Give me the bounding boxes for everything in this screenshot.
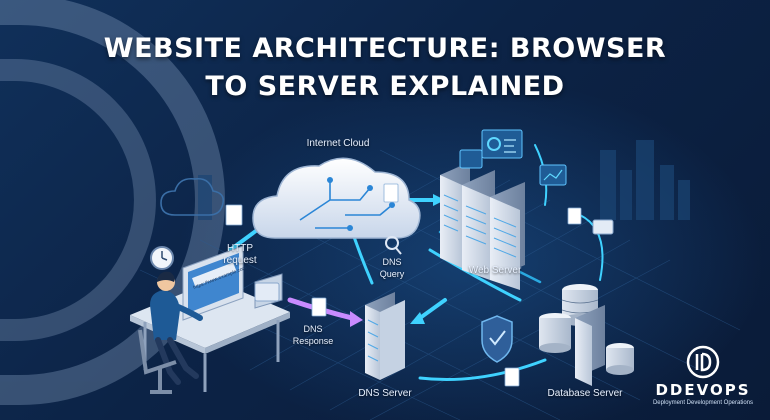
shield-icon <box>481 315 513 363</box>
ddevops-logo-icon <box>686 345 720 379</box>
skyline <box>198 140 690 220</box>
clock-icon <box>150 246 174 270</box>
brand-tagline: Deployment Development Operations <box>652 400 754 406</box>
ui-panel-icon <box>254 219 614 302</box>
brand-block: DDEVOPS Deployment Development Operation… <box>648 345 758 406</box>
title-line-1: WEBSITE ARCHITECTURE: BROWSER <box>103 33 667 64</box>
dns-query-label: DNS Query <box>379 257 405 279</box>
internet-cloud-icon <box>252 157 421 239</box>
http-request-label: HTTP request <box>223 243 257 266</box>
web-server-icon <box>440 162 525 290</box>
dns-server-icon <box>365 292 405 380</box>
title-line-2: TO SERVER EXPLAINED <box>205 71 565 102</box>
dns-response-label: DNS Response <box>292 324 334 346</box>
magnifier-icon <box>385 236 402 255</box>
database-server-icon <box>539 284 634 386</box>
database-server-label: Database Server <box>547 388 623 399</box>
small-cloud-icon <box>160 177 225 216</box>
desk-workstation <box>130 245 290 394</box>
brand-name: DDEVOPS <box>655 381 751 399</box>
document-icon <box>225 183 582 387</box>
page-title: WEBSITE ARCHITECTURE: BROWSER TO SERVER … <box>0 30 770 106</box>
dns-server-label: DNS Server <box>358 388 412 399</box>
web-server-label: Web Server <box>468 265 522 276</box>
dashboard-panel-icon <box>459 129 567 186</box>
internet-cloud-label: Internet Cloud <box>306 138 370 149</box>
